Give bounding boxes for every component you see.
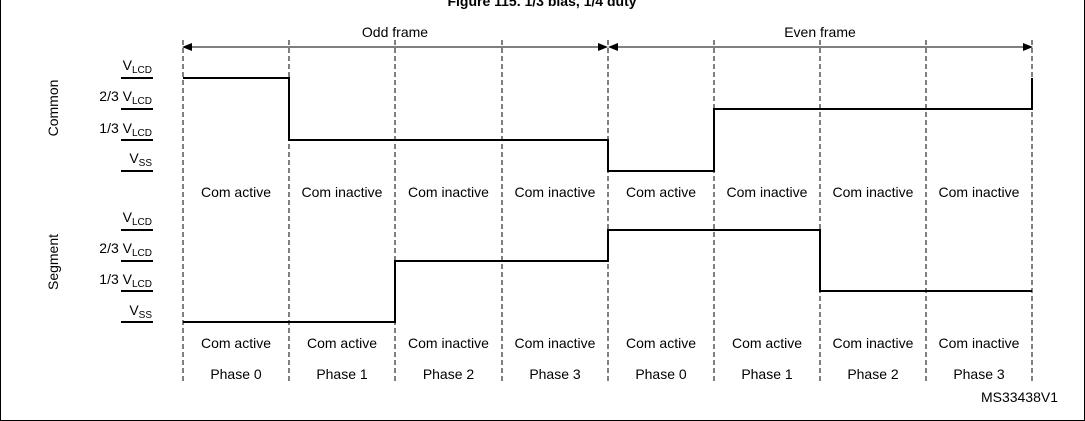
even-frame-label: Even frame	[784, 24, 856, 40]
segment-state-label: Com active	[307, 335, 377, 351]
level-subscript: LCD	[132, 96, 152, 107]
segment-state-label: Com active	[626, 335, 696, 351]
segment-state-label: Com inactive	[408, 335, 489, 351]
phase-label: Phase 0	[210, 366, 262, 382]
level-subscript: LCD	[132, 128, 152, 139]
common-waveform	[183, 77, 1033, 172]
level-label: 2/3 VLCD	[99, 88, 152, 107]
level-subscript: SS	[139, 158, 153, 169]
level-label: 1/3 VLCD	[99, 120, 152, 139]
level-subscript: LCD	[132, 248, 152, 259]
common-state-label: Com active	[201, 184, 271, 200]
level-main: V	[123, 120, 133, 136]
phase-label: Phase 3	[953, 366, 1005, 382]
segment-waveform	[183, 229, 1032, 323]
segment-state-label: Com inactive	[833, 335, 914, 351]
segment-state-label: Com inactive	[515, 335, 596, 351]
phase-label: Phase 2	[423, 366, 475, 382]
level-prefix: 1/3	[99, 271, 122, 287]
common-state-label: Com inactive	[515, 184, 596, 200]
figure-id: MS33438V1	[981, 389, 1058, 405]
waveforms	[183, 77, 1033, 323]
figure-caption: Figure 115. 1/3 bias, 1/4 duty	[447, 0, 636, 9]
level-main: V	[123, 57, 133, 73]
common-state-label: Com inactive	[727, 184, 808, 200]
level-label: VSS	[129, 302, 152, 321]
common-state-label: Com inactive	[939, 184, 1020, 200]
odd-frame-label: Odd frame	[362, 24, 428, 40]
level-label: 2/3 VLCD	[99, 240, 152, 259]
level-subscript: LCD	[132, 279, 152, 290]
level-prefix: 2/3	[99, 240, 122, 256]
level-subscript: SS	[139, 310, 153, 321]
phase-label: Phase 1	[741, 366, 793, 382]
level-prefix: 1/3	[99, 120, 122, 136]
common-signal-label: Common	[45, 80, 61, 137]
level-main: V	[123, 271, 133, 287]
segment-signal-label: Segment	[45, 234, 61, 290]
level-main: V	[123, 209, 133, 225]
segment-state-label: Com inactive	[939, 335, 1020, 351]
level-main: V	[129, 302, 139, 318]
common-state-label: Com inactive	[833, 184, 914, 200]
level-main: V	[129, 150, 139, 166]
level-main: V	[123, 240, 133, 256]
level-label: 1/3 VLCD	[99, 271, 152, 290]
level-label: VLCD	[123, 57, 152, 76]
level-prefix: 2/3	[99, 88, 122, 104]
segment-state-label: Com active	[732, 335, 802, 351]
common-state-label: Com inactive	[408, 184, 489, 200]
phase-label: Phase 2	[847, 366, 899, 382]
common-state-label: Com inactive	[302, 184, 383, 200]
level-label: VLCD	[123, 209, 152, 228]
level-subscript: LCD	[132, 217, 152, 228]
level-label: VSS	[129, 150, 152, 169]
level-subscript: LCD	[132, 65, 152, 76]
phase-label: Phase 0	[635, 366, 687, 382]
common-state-label: Com active	[626, 184, 696, 200]
phase-label: Phase 1	[316, 366, 368, 382]
segment-state-label: Com active	[201, 335, 271, 351]
level-main: V	[123, 88, 133, 104]
phase-label: Phase 3	[529, 366, 581, 382]
phase-dividers	[182, 40, 1033, 384]
